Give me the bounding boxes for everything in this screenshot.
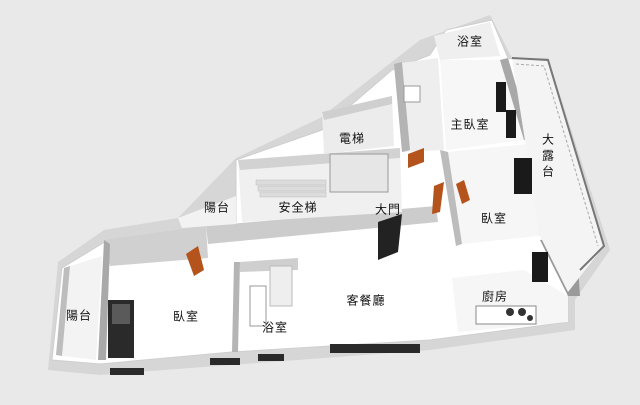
door-master-1	[408, 148, 424, 168]
wall-balcony-left-side	[56, 266, 70, 356]
label-bath-top: 浴室	[456, 34, 484, 49]
stove-burner-2	[518, 308, 526, 316]
label-balcony-left: 陽台	[65, 308, 93, 323]
stairs-window	[329, 153, 389, 193]
bath-bottom-tub	[249, 285, 267, 327]
main-door	[378, 214, 402, 260]
bath-top-fixture	[403, 85, 421, 103]
label-bath-bottom: 浴室	[261, 320, 289, 335]
window-master-2	[506, 110, 516, 138]
door-left-bedroom	[186, 246, 204, 276]
bath-top-floor	[434, 22, 500, 60]
label-safety-stairs: 安全梯	[278, 200, 318, 215]
window-bedroom-right	[514, 158, 532, 194]
terrace-floor	[512, 58, 604, 292]
wall-elevator	[322, 96, 392, 120]
stove-burner-3	[527, 315, 533, 321]
door-master-2	[432, 182, 444, 214]
wall-bath-side	[232, 262, 240, 352]
label-bedroom-left: 臥室	[172, 309, 200, 324]
label-living-dining: 客餐廳	[346, 293, 386, 308]
door-right-bedroom	[456, 180, 470, 204]
window-bottom-2	[210, 358, 240, 365]
bath-bottom-door	[269, 265, 293, 307]
label-kitchen: 廚房	[481, 289, 509, 304]
kitchen-counter	[475, 305, 537, 325]
window-bottom-1	[110, 368, 144, 375]
balcony-mid-floor	[178, 196, 236, 228]
wall-bedroom-right-left	[440, 150, 462, 246]
wall-left-bedroom-back	[104, 226, 208, 266]
wall-closet	[394, 62, 410, 152]
wall-corridor	[206, 206, 438, 244]
window-master-1	[496, 82, 506, 112]
terrace-railing	[511, 57, 606, 271]
label-bedroom-right: 臥室	[480, 211, 508, 226]
stove-burner-1	[506, 308, 514, 316]
window-left-bedroom-inner	[112, 304, 130, 324]
label-master-bedroom: 主臥室	[450, 117, 490, 132]
label-balcony-mid: 陽台	[203, 200, 231, 215]
label-elevator: 電梯	[338, 131, 366, 146]
window-kitchen	[532, 252, 548, 282]
window-bottom-3	[258, 354, 284, 361]
label-big-terrace: 大露台	[540, 133, 555, 181]
wall-left-bedroom-side	[98, 240, 110, 360]
label-main-door: 大門	[374, 202, 402, 217]
window-bottom-4	[330, 344, 420, 353]
stair-treads	[255, 179, 327, 198]
